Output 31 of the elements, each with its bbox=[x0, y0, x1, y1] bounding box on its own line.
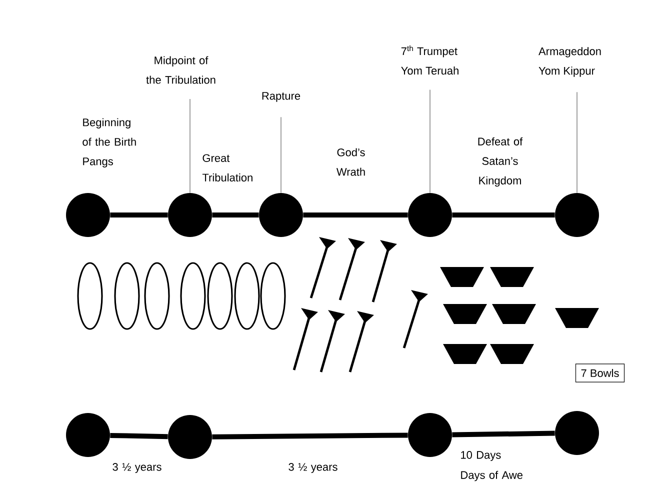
timeline-caption: 7$^{th}$ Trumpet Yom Teruah bbox=[401, 45, 458, 75]
timeline-line bbox=[110, 432, 168, 440]
leader-line bbox=[576, 92, 578, 194]
timeline-line bbox=[303, 212, 408, 218]
timeline-caption: Rapture bbox=[262, 92, 300, 102]
timeline-dot bbox=[555, 411, 599, 455]
timeline-caption: 3 ½ years bbox=[112, 463, 162, 473]
timeline-caption: Defeat of Satan’s Kingdom bbox=[478, 137, 523, 187]
timeline-line bbox=[110, 212, 168, 218]
timeline-caption: Great Tribulation bbox=[202, 154, 252, 182]
timeline-line bbox=[452, 212, 555, 218]
timeline-line bbox=[212, 432, 408, 440]
timeline-caption: Armageddon Yom Kippur bbox=[538, 47, 601, 77]
timeline-dot bbox=[168, 415, 212, 459]
leader-line bbox=[280, 116, 282, 194]
timeline-caption: Days of Awe bbox=[461, 470, 522, 482]
timeline-dot bbox=[66, 413, 110, 457]
timeline-dot bbox=[408, 193, 452, 237]
label-box: 7 Bowls bbox=[575, 364, 625, 382]
timeline-dot bbox=[259, 193, 303, 237]
timeline-dot bbox=[408, 413, 452, 457]
timeline-dot bbox=[168, 193, 212, 237]
timeline-caption: God’s Wrath bbox=[336, 148, 365, 176]
timeline-dot bbox=[555, 193, 599, 237]
timeline-line bbox=[452, 430, 555, 438]
timeline-caption: 3 ½ years bbox=[288, 463, 338, 473]
timeline-caption: 10 Days bbox=[461, 451, 501, 461]
timeline-line bbox=[212, 212, 259, 218]
timeline-caption: Midpoint of the Tribulation bbox=[146, 56, 216, 84]
timeline-caption: Beginning of the Birth Pangs bbox=[82, 118, 136, 168]
timeline-dot bbox=[66, 193, 110, 237]
